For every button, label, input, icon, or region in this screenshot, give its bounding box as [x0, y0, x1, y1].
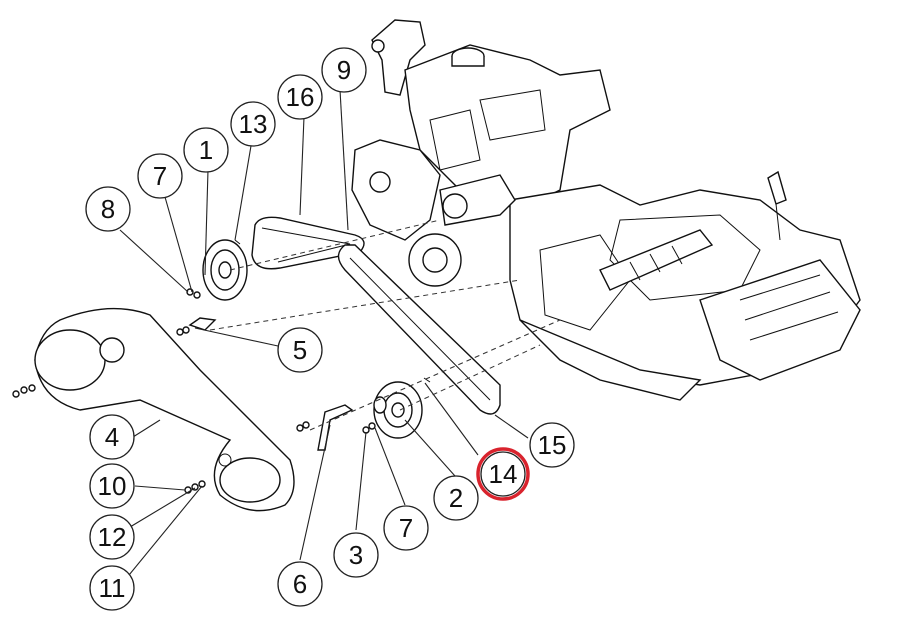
- callout-9: 9: [321, 47, 367, 93]
- callout-2: 2: [433, 475, 479, 521]
- callout-3-label: 3: [349, 540, 363, 570]
- lower-pulley: [373, 381, 423, 439]
- callout-11: 11: [89, 565, 135, 611]
- callout-5: 5: [277, 327, 323, 373]
- callout-15: 15: [529, 422, 575, 468]
- callout-7-lower: 7: [383, 505, 429, 551]
- callout-14: 14: [476, 447, 530, 501]
- callout-7-lower-label: 7: [399, 513, 413, 543]
- callout-9-label: 9: [337, 55, 351, 85]
- callout-7-upper-label: 7: [153, 161, 167, 191]
- assembly-guide-lines: [209, 219, 561, 431]
- belt-guard-cover: [34, 307, 295, 512]
- callout-7-upper: 7: [137, 153, 183, 199]
- leader-lines: [119, 89, 529, 587]
- callout-10: 10: [89, 463, 135, 509]
- callout-16-label: 16: [286, 82, 315, 112]
- callout-2-label: 2: [449, 483, 463, 513]
- highlight-ring: [476, 447, 530, 501]
- callout-15-label: 15: [538, 430, 567, 460]
- callout-10-label: 10: [98, 471, 127, 501]
- callout-16: 16: [277, 74, 323, 120]
- callout-12: 12: [89, 514, 135, 560]
- callout-14-label: 14: [489, 459, 518, 489]
- callout-11-label: 11: [99, 573, 126, 603]
- callout-5-label: 5: [293, 335, 307, 365]
- callouts: 8 7 1 13 16 9 5 4: [85, 47, 575, 611]
- callout-6-label: 6: [293, 569, 307, 599]
- callout-13: 13: [230, 101, 276, 147]
- callout-13-label: 13: [239, 109, 268, 139]
- callout-6: 6: [277, 561, 323, 607]
- engine-and-frame: [351, 19, 861, 401]
- callout-1-label: 1: [199, 135, 213, 165]
- callout-8-label: 8: [101, 194, 115, 224]
- short-v-belt: [251, 216, 365, 270]
- callout-8: 8: [85, 186, 131, 232]
- callout-12-label: 12: [98, 522, 127, 552]
- callout-4: 4: [89, 414, 135, 460]
- callout-4-label: 4: [105, 422, 119, 452]
- callout-3: 3: [333, 532, 379, 578]
- upper-pulley: [202, 239, 248, 301]
- long-v-belt: [337, 244, 501, 415]
- callout-1: 1: [183, 127, 229, 173]
